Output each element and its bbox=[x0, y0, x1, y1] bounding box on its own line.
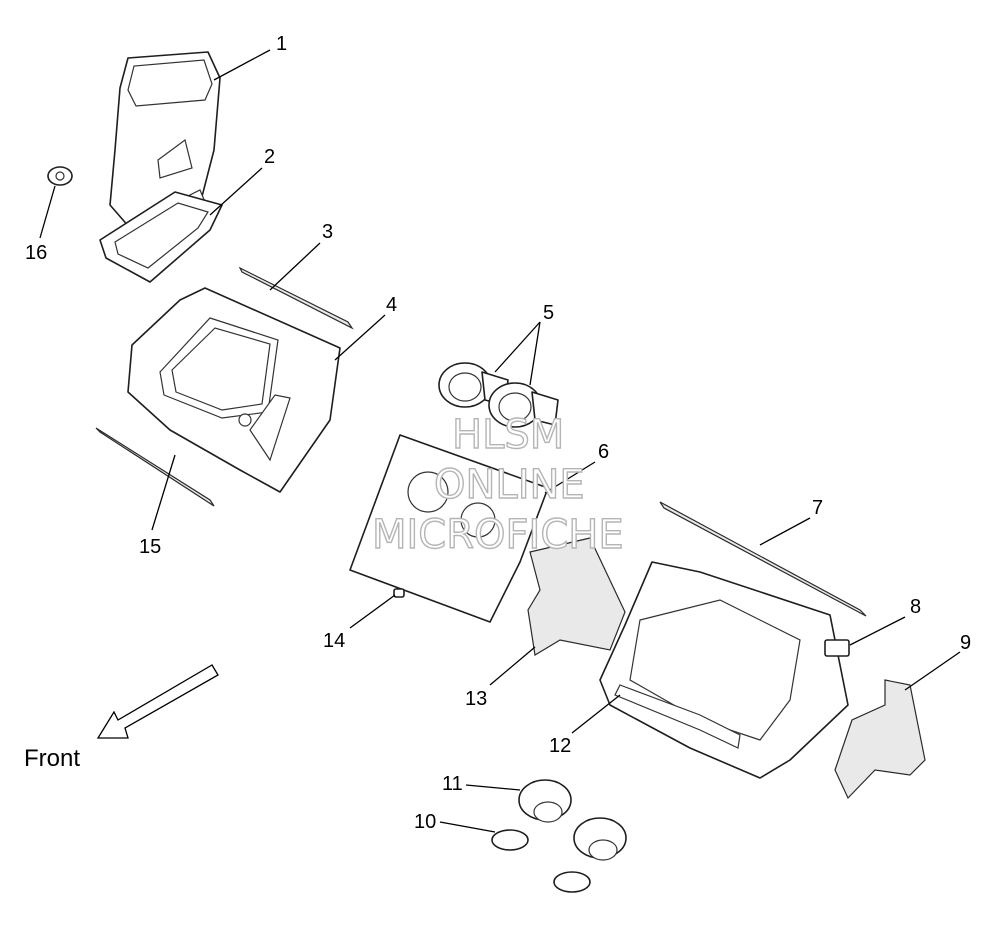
part-1-intake-snorkel bbox=[109, 51, 221, 229]
callout-2: 2 bbox=[264, 146, 275, 168]
watermark-line-3: MICROFICHE bbox=[372, 512, 624, 558]
callout-11: 11 bbox=[442, 773, 463, 795]
part-8-clip bbox=[824, 639, 850, 657]
callout-14: 14 bbox=[323, 630, 345, 652]
callout-1: 1 bbox=[276, 33, 287, 55]
part-9-side-panel bbox=[834, 679, 926, 800]
watermark-line-1: HLSM bbox=[452, 412, 564, 458]
callout-7: 7 bbox=[812, 497, 823, 519]
callout-9: 9 bbox=[960, 632, 971, 654]
part-3-seal-strip bbox=[238, 266, 354, 330]
part-5-velocity-stacks bbox=[438, 362, 559, 428]
front-arrow bbox=[96, 664, 219, 739]
callout-10: 10 bbox=[414, 811, 436, 833]
watermark-line-2: ONLINE bbox=[434, 462, 585, 508]
part-4-airbox-lid bbox=[127, 287, 341, 493]
callout-15: 15 bbox=[139, 536, 161, 558]
part-13-side-panel bbox=[527, 537, 626, 656]
part-16-knob bbox=[47, 166, 73, 186]
callout-16: 16 bbox=[25, 242, 47, 264]
watermark: HLSM ONLINE MICROFICHE bbox=[371, 411, 624, 558]
front-label: Front bbox=[24, 745, 80, 772]
callout-8: 8 bbox=[910, 596, 921, 618]
part-10-clamps bbox=[491, 829, 591, 893]
callout-3: 3 bbox=[322, 221, 333, 243]
callout-6: 6 bbox=[598, 441, 609, 463]
callout-labels: 1 2 3 4 5 6 7 8 9 10 11 12 13 14 15 16 bbox=[25, 33, 971, 833]
callout-4: 4 bbox=[386, 294, 397, 316]
part-7-seal-strip bbox=[659, 501, 867, 617]
part-6-mounting-plate bbox=[349, 434, 549, 623]
callout-5: 5 bbox=[543, 302, 554, 324]
part-15-seal-strip bbox=[95, 427, 215, 507]
part-2-gasket bbox=[99, 191, 223, 283]
part-14-screw bbox=[393, 588, 405, 598]
part-11-intake-boots bbox=[518, 779, 627, 861]
callout-12: 12 bbox=[549, 735, 571, 757]
leader-lines bbox=[39, 49, 961, 833]
callout-13: 13 bbox=[465, 688, 487, 710]
part-12-airbox-base bbox=[599, 561, 849, 779]
